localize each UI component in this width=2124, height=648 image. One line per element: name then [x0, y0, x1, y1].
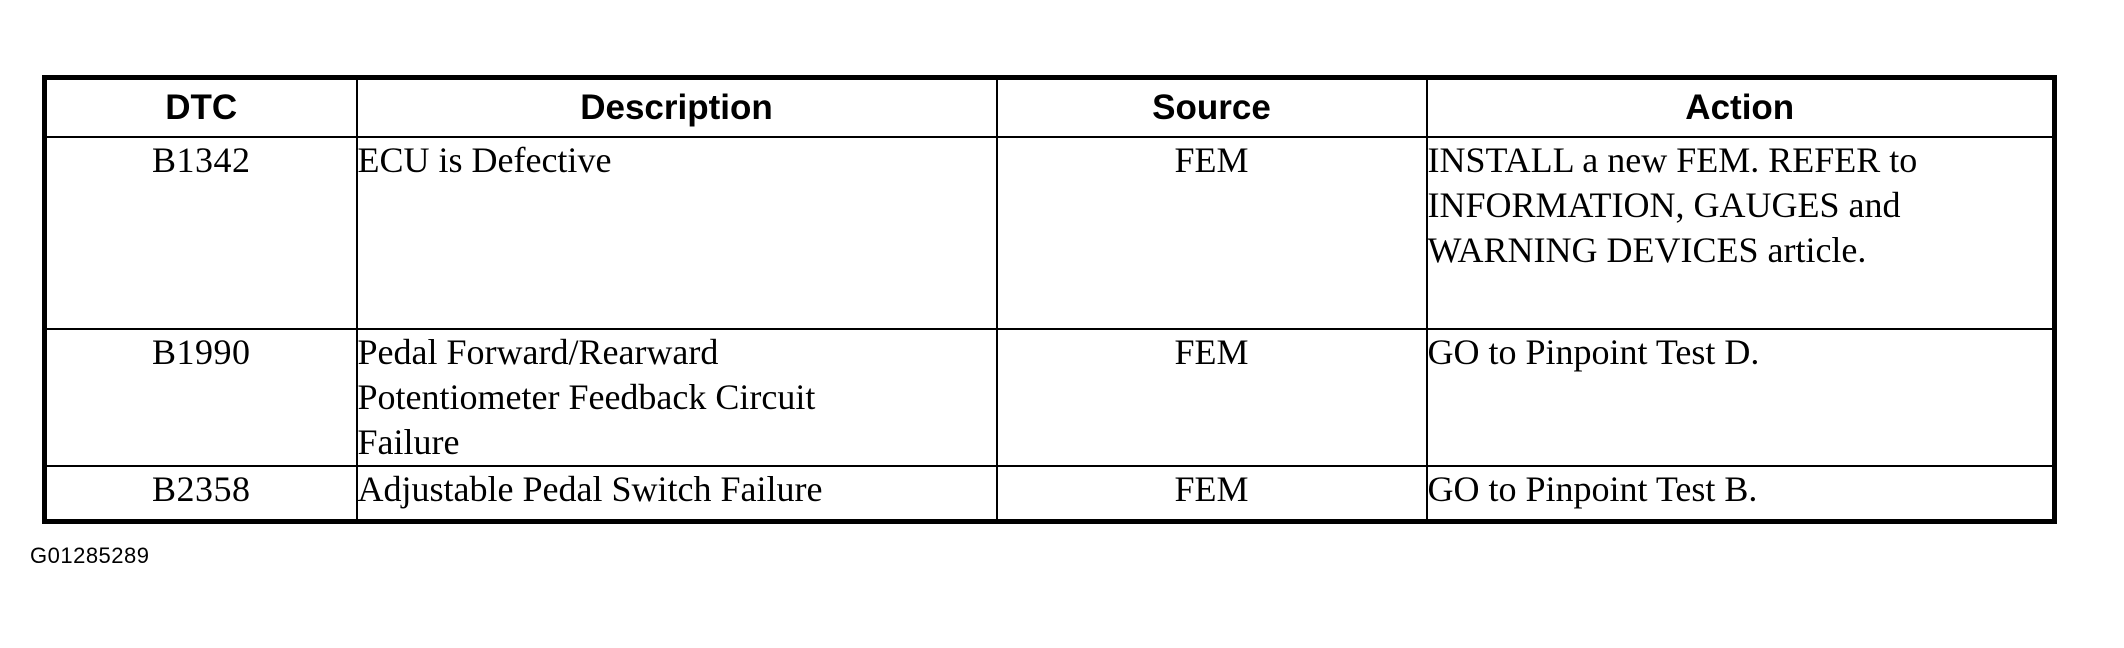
column-header-description: Description [355, 76, 998, 138]
cell-dtc: B1990 [43, 328, 358, 467]
figure-caption: G01285289 [30, 543, 150, 568]
dtc-code: B1342 [151, 140, 251, 180]
source-value: FEM [1174, 140, 1249, 180]
table-header: DTC Description Source Action [43, 76, 2056, 138]
source-value: FEM [1174, 332, 1249, 372]
cell-source: FEM [995, 136, 1428, 330]
action-line: GO to Pinpoint Test B. [1427, 469, 1758, 509]
cell-description: Pedal Forward/Rearward Potentiometer Fee… [355, 328, 998, 467]
cell-dtc: B1342 [43, 136, 358, 330]
cell-action: GO to Pinpoint Test B. [1425, 465, 2056, 523]
cell-source: FEM [995, 328, 1428, 467]
dtc-code: B1990 [151, 332, 251, 372]
description-line: Adjustable Pedal Switch Failure [357, 469, 823, 509]
table-row: B1990 Pedal Forward/Rearward Potentiomet… [43, 328, 2056, 467]
dtc-table-container: DTC Description Source Action B1342 ECU … [42, 75, 2057, 524]
cell-action: INSTALL a new FEM. REFER to INFORMATION,… [1425, 136, 2056, 330]
description-line: Pedal Forward/Rearward [357, 332, 719, 372]
column-header-action: Action [1425, 76, 2056, 138]
table-body: B1342 ECU is Defective FEM INSTALL a new… [43, 136, 2056, 523]
table-row: B2358 Adjustable Pedal Switch Failure FE… [43, 465, 2056, 523]
dtc-code: B2358 [151, 469, 251, 509]
column-header-dtc: DTC [43, 76, 358, 138]
action-line: INSTALL a new FEM. REFER to [1427, 140, 1918, 180]
cell-source: FEM [995, 465, 1428, 523]
action-line: WARNING DEVICES article. [1427, 230, 1867, 270]
table-row: B1342 ECU is Defective FEM INSTALL a new… [43, 136, 2056, 330]
description-line: Failure [357, 422, 460, 462]
table-header-row: DTC Description Source Action [43, 76, 2056, 138]
action-line: GO to Pinpoint Test D. [1427, 332, 1760, 372]
action-line: INFORMATION, GAUGES and [1427, 185, 1901, 225]
cell-action: GO to Pinpoint Test D. [1425, 328, 2056, 467]
dtc-table: DTC Description Source Action B1342 ECU … [42, 75, 2057, 524]
column-header-source: Source [995, 76, 1428, 138]
source-value: FEM [1174, 469, 1249, 509]
cell-dtc: B2358 [43, 465, 358, 523]
cell-description: ECU is Defective [355, 136, 998, 330]
description-line: ECU is Defective [357, 140, 612, 180]
cell-description: Adjustable Pedal Switch Failure [355, 465, 998, 523]
description-line: Potentiometer Feedback Circuit [357, 377, 816, 417]
